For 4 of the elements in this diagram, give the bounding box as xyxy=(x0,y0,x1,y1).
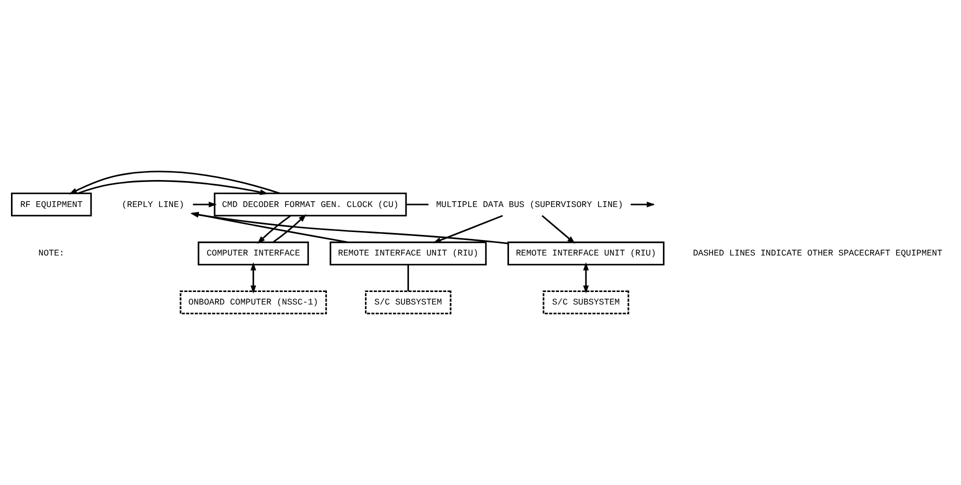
label: NOTE: xyxy=(38,248,64,259)
node-text: (REPLY LINE) xyxy=(122,200,184,210)
node-text: MULTIPLE DATA BUS (SUPERVISORY LINE) xyxy=(436,200,624,210)
label: DASHED LINES INDICATE OTHER SPACECRAFT EQUIPMENT xyxy=(692,248,942,259)
